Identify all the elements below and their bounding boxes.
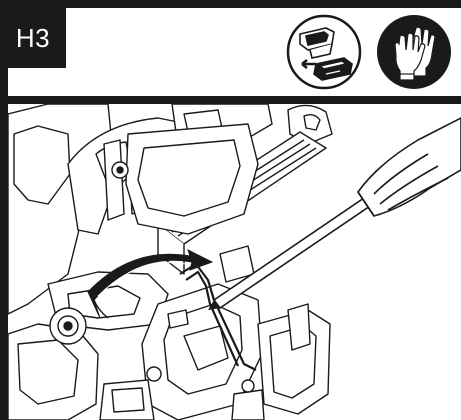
- battery-removal-icon: [286, 14, 362, 90]
- header-divider: [0, 96, 461, 104]
- gloves-icon: [376, 14, 452, 90]
- left-border: [0, 0, 8, 420]
- top-border: [0, 0, 461, 8]
- repair-illustration: [8, 104, 461, 420]
- screwdriver-prying-clip-icon: [8, 104, 461, 420]
- step-label: H3: [0, 8, 66, 68]
